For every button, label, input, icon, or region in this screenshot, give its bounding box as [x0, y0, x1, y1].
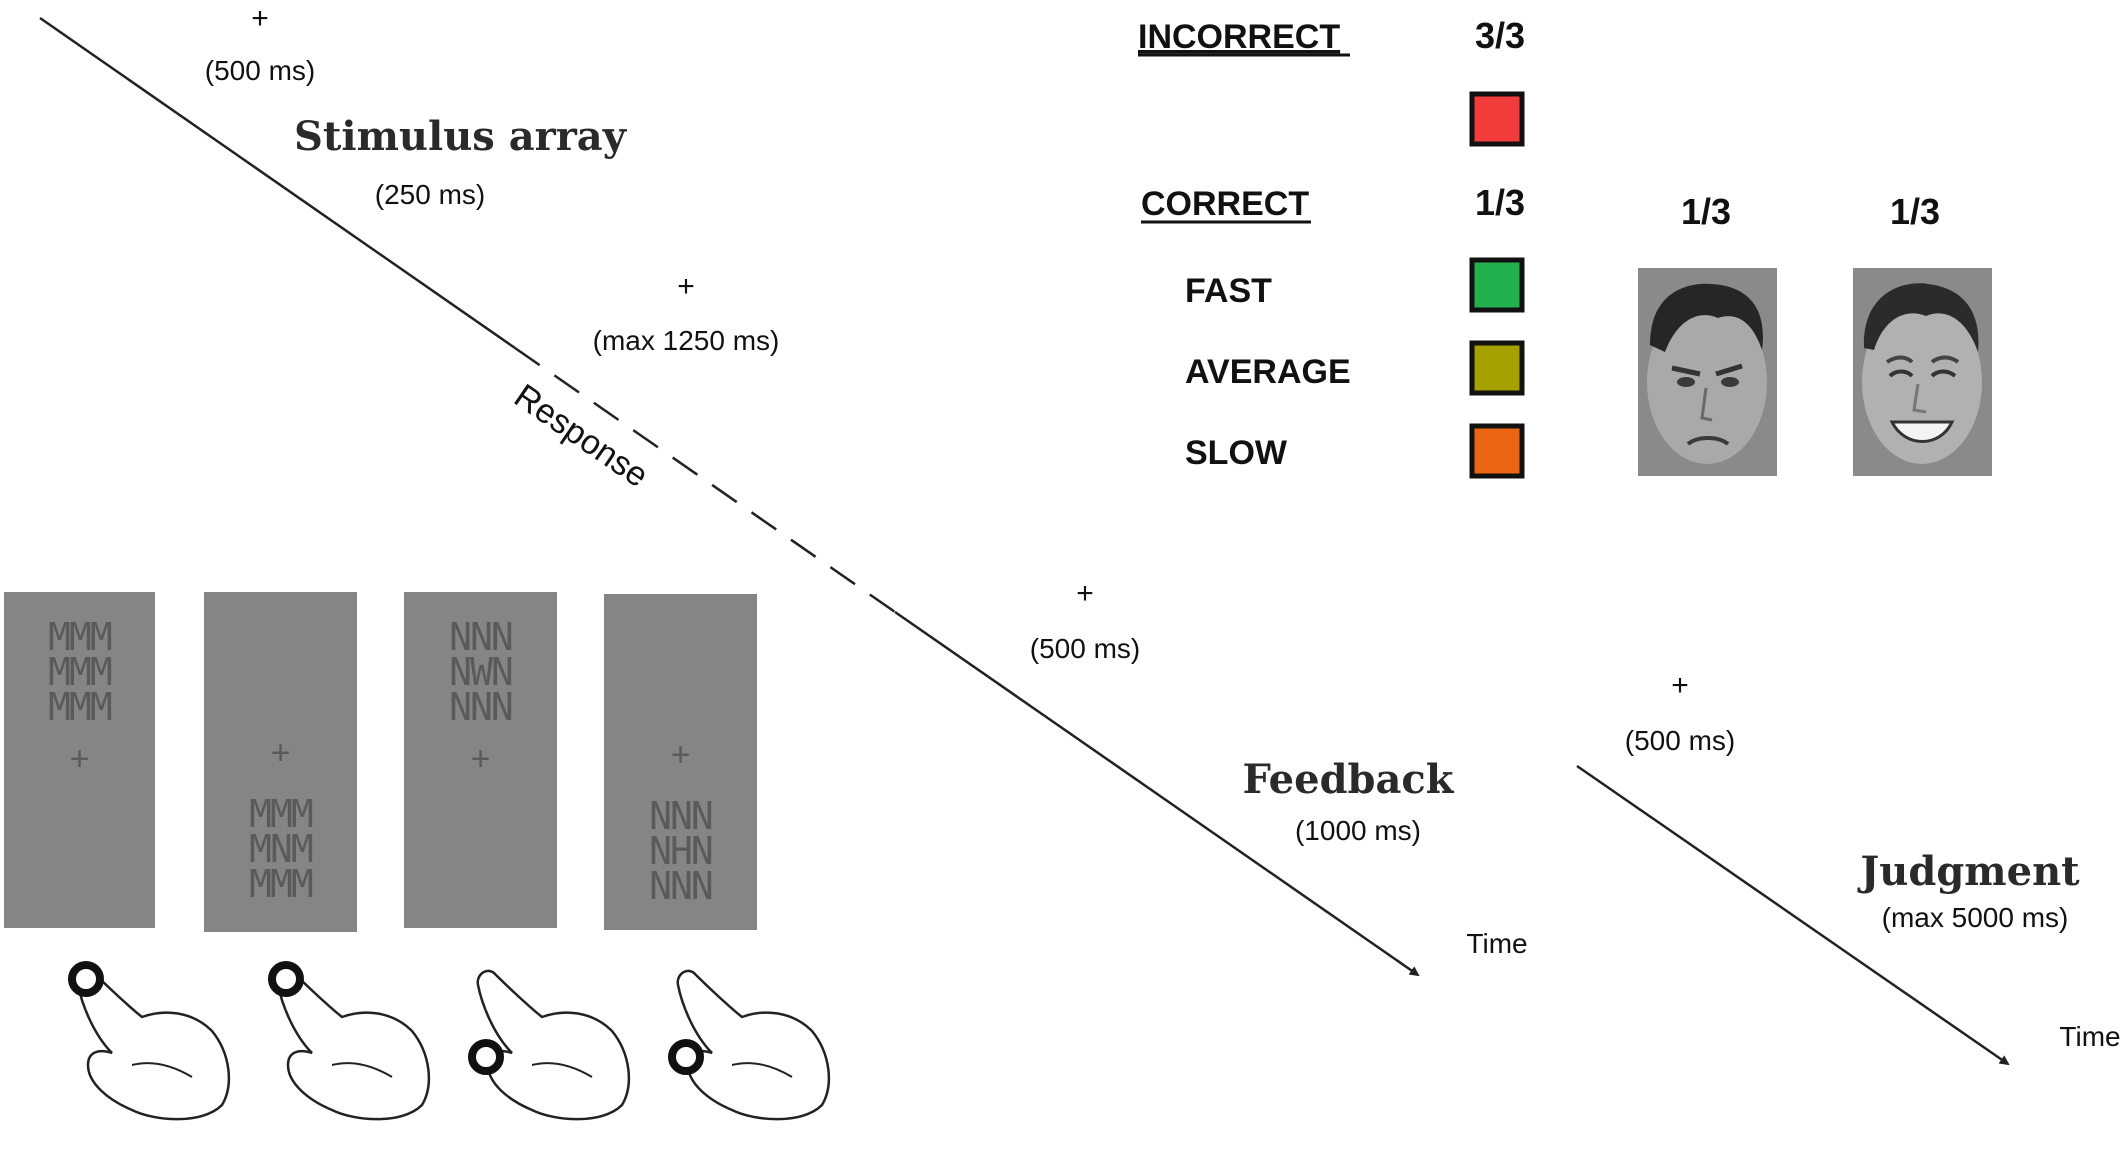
fixation-1-duration: (500 ms) — [205, 55, 315, 86]
speed-label-slow: SLOW — [1185, 434, 1288, 472]
finger-crease — [531, 1062, 593, 1078]
letter-row: MMM — [249, 792, 313, 836]
letter-row: MNM — [249, 827, 313, 871]
panel-background — [404, 592, 557, 928]
slow-color-swatch — [1469, 423, 1525, 479]
letter-row: NWN — [449, 650, 512, 694]
timeline-judgment: + (500 ms) Judgment (max 5000 ms) Time — [1576, 669, 2121, 1066]
hand-outline — [476, 969, 631, 1121]
panel-background — [604, 594, 757, 930]
letter-row: MMM — [249, 862, 313, 906]
incorrect-color-swatch — [1469, 91, 1525, 147]
hand-4 — [668, 969, 831, 1121]
feedback-legend: INCORRECT 3/3 CORRECT 1/3 FAST AVERAGE S… — [1138, 15, 1525, 479]
fixation-cross-2: + — [677, 270, 695, 303]
hand-1 — [68, 961, 231, 1121]
hand-outline — [676, 969, 831, 1121]
response-button-icon — [668, 1039, 704, 1075]
fixation-2-duration: (max 1250 ms) — [593, 325, 780, 356]
panel-fixation-cross: + — [671, 736, 691, 774]
letter-row: NNN — [449, 615, 512, 659]
happy-face-image — [1853, 268, 1992, 476]
letter-row: NHN — [649, 829, 712, 873]
average-color-swatch — [1469, 340, 1525, 396]
response-button-icon — [268, 961, 304, 997]
timeline-line-solid-1 — [39, 16, 516, 350]
speed-label-average: AVERAGE — [1185, 353, 1351, 391]
stimulus-array-title: Stimulus array — [294, 113, 628, 160]
response-hands — [68, 961, 831, 1121]
finger-crease — [331, 1062, 393, 1078]
feedback-duration: (1000 ms) — [1295, 815, 1421, 846]
hand-outline — [276, 969, 431, 1121]
letter-row: NNN — [449, 685, 512, 729]
panel-fixation-cross: + — [70, 740, 90, 778]
timeline-line-solid-2 — [894, 610, 1420, 977]
finger-crease — [731, 1062, 793, 1078]
judgment-duration: (max 5000 ms) — [1882, 902, 2069, 933]
timeline-2-line — [1576, 764, 2010, 1066]
response-label: Response — [507, 377, 655, 495]
time-label-2: Time — [2059, 1021, 2120, 1052]
hand-outline — [76, 969, 231, 1121]
finger-crease — [131, 1062, 193, 1078]
feedback-title: Feedback — [1242, 756, 1454, 803]
panel-fixation-cross: + — [471, 740, 491, 778]
fixation-cross-3: + — [1076, 577, 1094, 610]
face-happy-ratio: 1/3 — [1890, 191, 1940, 232]
response-button-icon — [468, 1039, 504, 1075]
hand-3 — [468, 969, 631, 1121]
fixation-4-duration: (500 ms) — [1625, 725, 1735, 756]
speed-label-fast: FAST — [1185, 272, 1272, 310]
incorrect-label: INCORRECT — [1138, 18, 1340, 56]
angry-face-image — [1638, 268, 1777, 476]
face-stimuli: 1/3 1/3 — [1638, 191, 1992, 476]
timeline-line-dashed — [514, 346, 896, 614]
face-angry-ratio: 1/3 — [1681, 191, 1731, 232]
correct-label: CORRECT — [1141, 185, 1309, 223]
panel-background — [204, 592, 357, 932]
correct-ratio: 1/3 — [1475, 182, 1525, 223]
timeline-main: + (500 ms) Stimulus array (250 ms) + (ma… — [39, 2, 1528, 977]
fixation-3-duration: (500 ms) — [1030, 633, 1140, 664]
time-label-1: Time — [1466, 928, 1527, 959]
letter-row: MMM — [48, 615, 112, 659]
panel-background — [4, 592, 155, 928]
letter-row: MMM — [48, 685, 112, 729]
stimulus-array-duration: (250 ms) — [375, 179, 485, 210]
letter-row: NNN — [649, 864, 712, 908]
fixation-cross-4: + — [1671, 669, 1689, 702]
panel-fixation-cross: + — [271, 734, 291, 772]
letter-row: NNN — [649, 794, 712, 838]
hand-2 — [268, 961, 431, 1121]
incorrect-ratio: 3/3 — [1475, 15, 1525, 56]
fast-color-swatch — [1469, 257, 1525, 313]
letter-row: MMM — [48, 650, 112, 694]
response-button-icon — [68, 961, 104, 997]
judgment-title: Judgment — [1857, 848, 2080, 895]
fixation-cross-1: + — [251, 2, 269, 35]
